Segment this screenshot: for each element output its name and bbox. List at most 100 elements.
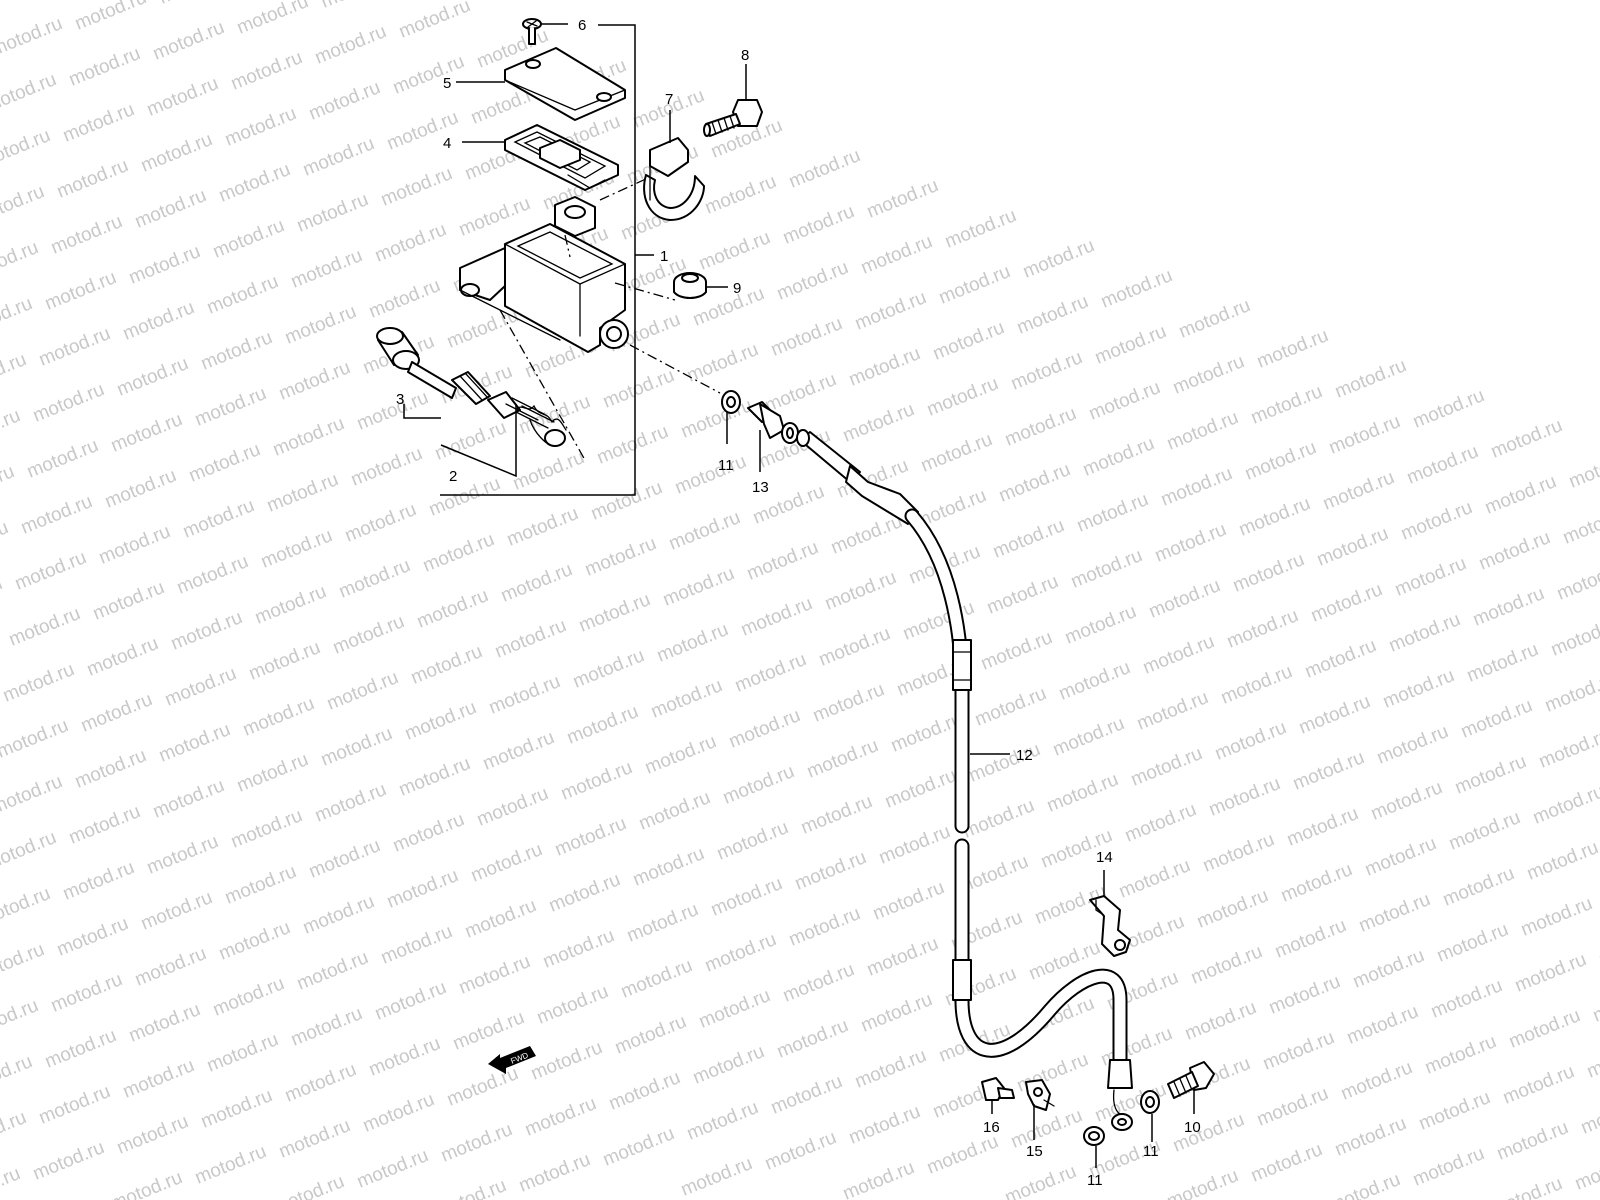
watermark-text: motod.ru (1476, 527, 1553, 575)
watermark-text: motod.ru (312, 779, 389, 827)
watermark-text: motod.ru (96, 521, 173, 569)
washer-part-11-right (1140, 1090, 1160, 1114)
watermark-text: motod.ru (1176, 295, 1253, 343)
watermark-text: motod.ru (840, 399, 917, 447)
watermark-text: motod.ru (1056, 657, 1133, 705)
watermark-text: motod.ru (780, 959, 857, 1007)
watermark-text: motod.ru (36, 1081, 113, 1129)
watermark-text: motod.ru (594, 421, 671, 469)
watermark-text: motod.ru (684, 1097, 761, 1145)
watermark-text: motod.ru (354, 1145, 431, 1193)
watermark-text: motod.ru (330, 611, 407, 659)
watermark-text: motod.ru (1332, 355, 1409, 403)
watermark-text: motod.ru (1440, 863, 1517, 911)
watermark-text: motod.ru (1464, 639, 1541, 687)
watermark-text: motod.ru (144, 831, 221, 879)
watermark-text: motod.ru (456, 193, 533, 241)
watermark-text: motod.ru (0, 995, 41, 1043)
watermark-text: motod.ru (216, 917, 293, 965)
watermark-text: motod.ru (816, 623, 893, 671)
watermark-text: motod.ru (0, 1051, 35, 1099)
watermark-text: motod.ru (612, 1011, 689, 1059)
watermark-text: motod.ru (636, 787, 713, 835)
watermark-text: motod.ru (0, 1163, 23, 1200)
watermark-text: motod.ru (774, 257, 851, 305)
callout-15: 15 (1026, 1143, 1043, 1160)
watermark-text: motod.ru (510, 447, 587, 495)
piston-assembly-part-2 (376, 327, 567, 447)
watermark-text: motod.ru (1548, 613, 1600, 661)
watermark-text: motod.ru (1206, 773, 1283, 821)
reservoir-cap-part-5 (504, 47, 626, 121)
watermark-text: motod.ru (1134, 687, 1211, 735)
watermark-text: motod.ru (126, 241, 203, 289)
watermark-text: motod.ru (1416, 1087, 1493, 1135)
watermark-text: motod.ru (204, 1029, 281, 1077)
watermark-text: motod.ru (1002, 1161, 1079, 1200)
watermark-text: motod.ru (582, 533, 659, 581)
watermark-text: motod.ru (198, 1085, 275, 1133)
watermark-text: motod.ru (600, 365, 677, 413)
watermark-text: motod.ru (1152, 519, 1229, 567)
watermark-text: motod.ru (138, 129, 215, 177)
washer-part-11-upper (721, 390, 741, 414)
watermark-text: motod.ru (1074, 489, 1151, 537)
watermark-text: motod.ru (1146, 575, 1223, 623)
watermark-text: motod.ru (786, 145, 863, 193)
watermark-text: motod.ru (540, 925, 617, 973)
watermark-text: motod.ru (768, 1071, 845, 1119)
watermark-text: motod.ru (1392, 553, 1469, 601)
callout-8: 8 (741, 47, 749, 64)
watermark-text: motod.ru (1410, 385, 1487, 433)
watermark-text: motod.ru (1260, 1027, 1337, 1075)
watermark-text: motod.ru (300, 891, 377, 939)
watermark-text: motod.ru (1344, 1001, 1421, 1049)
watermark-text: motod.ru (984, 571, 1061, 619)
watermark-text: motod.ru (852, 1045, 929, 1093)
watermark-text: motod.ru (936, 261, 1013, 309)
watermark-text: motod.ru (276, 357, 353, 405)
watermark-text: motod.ru (864, 933, 941, 981)
watermark-text: motod.ru (270, 1171, 347, 1200)
watermark-text: motod.ru (60, 99, 137, 147)
watermark-text: motod.ru (858, 231, 935, 279)
watermark-text: motod.ru (0, 827, 59, 875)
watermark-text: motod.ru (6, 603, 83, 651)
watermark-text: motod.ru (1014, 291, 1091, 339)
watermark-text: motod.ru (1500, 1061, 1577, 1109)
watermark-text: motod.ru (114, 353, 191, 401)
watermark-text: motod.ru (258, 525, 335, 573)
watermark-text: motod.ru (120, 1055, 197, 1103)
watermark-text: motod.ru (66, 801, 143, 849)
watermark-text: motod.ru (318, 0, 395, 13)
watermark-text: motod.ru (366, 275, 443, 323)
watermark-text: motod.ru (66, 43, 143, 91)
clip-part-15 (1025, 1079, 1055, 1111)
watermark-text: motod.ru (1128, 743, 1205, 791)
callout-13: 13 (752, 479, 769, 496)
watermark-text: motod.ru (0, 939, 47, 987)
watermark-text: motod.ru (1572, 1147, 1600, 1195)
watermark-text: motod.ru (1542, 669, 1600, 717)
watermark-text: motod.ru (306, 835, 383, 883)
watermark-text: motod.ru (714, 817, 791, 865)
watermark-text: motod.ru (876, 821, 953, 869)
watermark-text: motod.ru (1458, 695, 1535, 743)
watermark-text: motod.ru (762, 369, 839, 417)
watermark-text: motod.ru (768, 313, 845, 361)
watermark-text: motod.ru (0, 125, 53, 173)
watermark-text: motod.ru (318, 723, 395, 771)
watermark-text: motod.ru (1284, 803, 1361, 851)
watermark-text: motod.ru (1410, 1143, 1487, 1191)
watermark-text: motod.ru (1506, 1005, 1583, 1053)
watermark-text: motod.ru (420, 529, 497, 577)
watermark-text: motod.ru (1482, 471, 1559, 519)
watermark-text: motod.ru (918, 429, 995, 477)
watermark-text: motod.ru (504, 503, 581, 551)
watermark-text: motod.ru (0, 69, 59, 117)
watermark-text: motod.ru (588, 477, 665, 525)
watermark-text: motod.ru (396, 0, 473, 43)
watermark-text: motod.ru (1140, 631, 1217, 679)
watermark-text: motod.ru (1248, 381, 1325, 429)
watermark-text: motod.ru (744, 537, 821, 585)
